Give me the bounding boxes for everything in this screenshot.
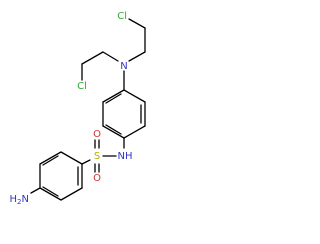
atom-cl-top: Cl [117,11,127,22]
bond-layer [30,18,146,201]
bond-upper-ring-4 [102,125,125,139]
bond-s-to-lower-ring [81,159,91,165]
bond-lower-ring-5 [39,151,62,165]
bond-lower-ring-6 [60,151,83,165]
bond-lower-ring-2 [60,187,83,201]
bond-upper-ring-6 [102,89,125,103]
bond-upper-ring-1 [123,89,146,103]
bond-ch2-to-cl-top [128,18,146,29]
atom-o-lower: O [93,173,101,184]
atom-h2n-amino: H2N [10,194,29,206]
bond-ch2-left-to-ch2 [81,51,104,65]
bond-lower-ring-3 [39,187,62,201]
atom-nh-sulfonamide: NH [118,151,133,162]
bond-upper-ring-3 [123,125,146,139]
chemical-structure-diagram: Cl N Cl NH O S O H2N [10,11,146,206]
atom-o-upper: O [93,129,101,140]
bond-upper-ring-inner-2 [105,124,122,135]
atom-label-layer: Cl N Cl NH O S O H2N [10,11,133,206]
bond-lower-ring-inner-3 [42,155,59,166]
bond-upper-ring-inner-3 [105,93,122,104]
bond-lower-ring-inner-2 [42,186,59,197]
bond-n-to-ch2-left [102,51,119,62]
bond-lower-ring-to-h2n [30,187,41,194]
atom-s-sulfonyl: S [94,151,100,162]
atom-n-amine: N [120,61,127,72]
bond-n-to-ch2-right [128,51,146,62]
atom-cl-left: Cl [77,81,87,92]
